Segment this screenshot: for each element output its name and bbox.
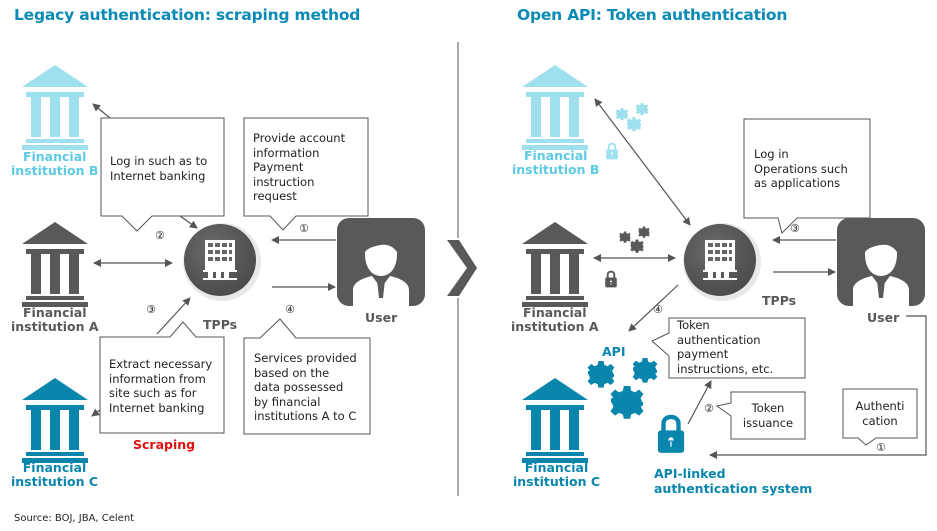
step-4-right: ④ xyxy=(653,303,663,316)
callout-provide-text: Provide account information Payment inst… xyxy=(253,131,346,203)
bank-icon-b-left xyxy=(22,65,88,150)
arrow-to-bank-c xyxy=(91,408,101,417)
user-label-left: User xyxy=(365,310,398,325)
bank-icon-a-right xyxy=(522,222,588,307)
api-label: API xyxy=(602,344,626,359)
tpps-label-right: TPPs xyxy=(762,293,797,308)
step-1-right: ① xyxy=(876,441,886,454)
step-4-left: ④ xyxy=(285,303,295,316)
left-panel-title: Legacy authentication: scraping method xyxy=(14,6,361,24)
callout-services-text: Services provided based on the data poss… xyxy=(254,351,357,423)
bank-icon-c-right xyxy=(522,378,588,463)
step-1-left: ① xyxy=(299,222,309,235)
bank-icon-b-right xyxy=(522,65,588,150)
user-label-right: User xyxy=(867,310,900,325)
step-3-right: ③ xyxy=(790,222,800,235)
institution-b-label-left: Financial institution B xyxy=(11,149,99,178)
callout-login-text-right: Log in Operations such as applications xyxy=(754,147,848,190)
callout-services xyxy=(243,318,371,435)
gear-icons-api xyxy=(587,358,658,419)
institution-c-label-left: Financial institution C xyxy=(11,460,99,489)
callout-token-auth-text: Token authentication payment instruction… xyxy=(677,318,774,376)
institution-a-label-left: Financial institution A xyxy=(11,305,99,334)
tpp-building-icon-left xyxy=(183,223,261,301)
lock-icon-auth-system xyxy=(659,417,684,452)
callout-extract xyxy=(99,321,225,434)
arrow-lock-to-token xyxy=(687,380,712,425)
tpp-building-icon-right xyxy=(683,223,761,301)
bank-icon-c-left xyxy=(22,378,88,463)
step-2-right: ② xyxy=(704,402,714,415)
callout-provide xyxy=(243,117,369,231)
callout-authentication-text: Authenti cation xyxy=(855,399,905,428)
user-person-icon-left xyxy=(337,218,425,306)
callout-login-left xyxy=(100,117,225,232)
auth-system-label: API-linked authentication system xyxy=(654,466,813,496)
arrow-scrape-to-tpp xyxy=(156,297,191,335)
callout-extract-text: Extract necessary information from site … xyxy=(109,357,213,415)
callout-login-right xyxy=(743,118,871,234)
arrow-tpp-to-api xyxy=(628,284,679,332)
bank-icon-a-left xyxy=(22,222,88,307)
arrow-to-bank-b xyxy=(92,103,111,119)
arrow-user-to-auth-system xyxy=(709,315,927,459)
institution-b-label-right: Financial institution B xyxy=(512,148,600,177)
tpps-label-left: TPPs xyxy=(203,317,238,332)
callout-token-auth xyxy=(651,317,806,379)
chevron-right-icon xyxy=(447,240,477,296)
callout-token-issuance-text: Token issuance xyxy=(742,401,794,430)
step-2-left: ② xyxy=(155,229,165,242)
institution-a-label-right: Financial institution A xyxy=(511,305,599,334)
institution-c-label-right: Financial institution C xyxy=(513,460,601,489)
arrow-bank-b-tpp xyxy=(594,98,691,226)
scraping-label: Scraping xyxy=(133,437,196,452)
right-panel-title: Open API: Token authentication xyxy=(517,6,788,24)
step-3-left: ③ xyxy=(146,303,156,316)
gear-icons-a xyxy=(619,226,650,253)
arrow-login-to-tpp xyxy=(179,215,198,229)
callout-token-issuance xyxy=(715,391,806,440)
user-person-icon-right xyxy=(837,218,925,306)
lock-icon-a xyxy=(604,270,618,289)
lock-icon-b xyxy=(605,142,619,161)
source-note: Source: BOJ, JBA, Celent xyxy=(14,513,135,524)
gear-icons-b xyxy=(615,103,649,132)
callout-login-text-left: Log in such as to Internet banking xyxy=(110,154,208,183)
callout-authentication xyxy=(842,388,918,446)
